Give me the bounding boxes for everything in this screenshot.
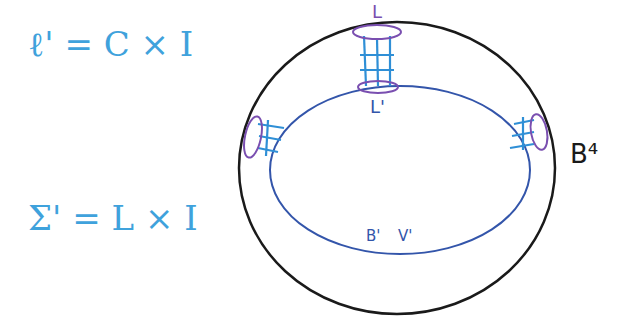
- cylinder-strands: [258, 36, 534, 156]
- link-label: L: [372, 2, 382, 22]
- ball-label: B⁴: [570, 140, 598, 169]
- inner-link-label: L': [370, 97, 385, 117]
- link-circles: [241, 25, 550, 159]
- outer-ball: [239, 22, 555, 314]
- cylinder-formula: ℓ' = C × I: [28, 26, 193, 63]
- inner-ball-label: B': [366, 228, 380, 245]
- inner-ball-label: V': [398, 228, 412, 245]
- inner-ball: [270, 86, 530, 254]
- surface-formula: Σ' = L × I: [28, 200, 198, 237]
